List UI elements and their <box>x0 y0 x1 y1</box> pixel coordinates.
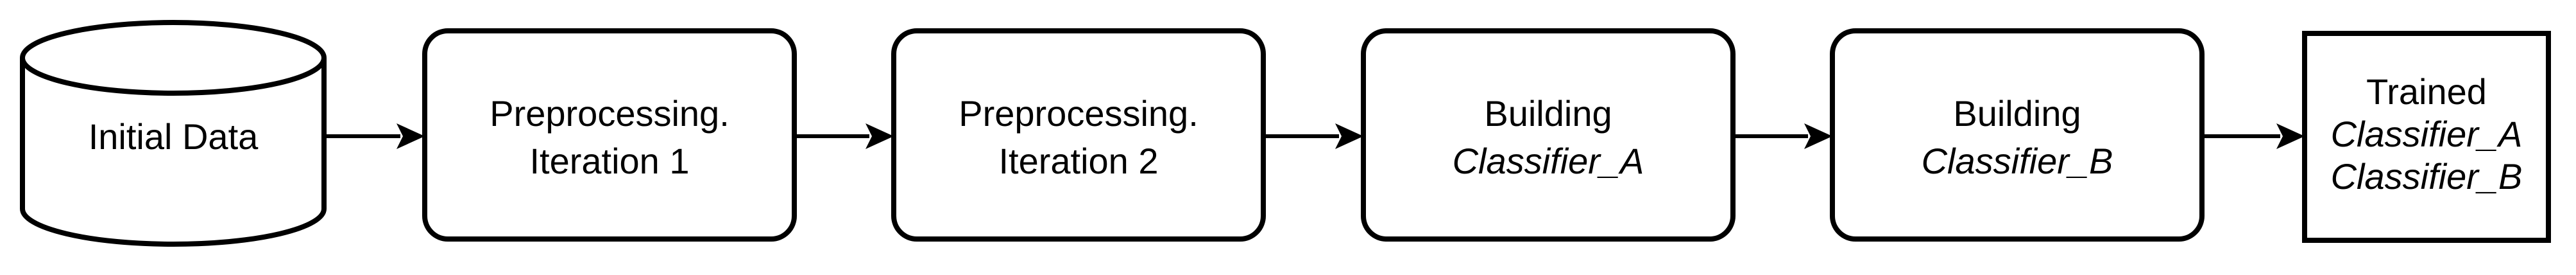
trained-classifiers-line2: Classifier_A <box>2331 114 2523 154</box>
trained-classifiers-box <box>2302 31 2551 243</box>
connector-building-b-to-trained <box>2202 123 2305 149</box>
initial-data-label: Initial Data <box>89 116 259 157</box>
preprocessing-iteration-2-node: Preprocessing. Iteration 2 <box>891 28 1266 242</box>
trained-classifiers-line3: Classifier_B <box>2331 156 2523 197</box>
connector-preproc-1-to-preproc-2 <box>794 123 894 149</box>
arrowhead-icon <box>1804 123 1832 149</box>
preprocessing-iteration-2-line2: Iteration 2 <box>998 141 1158 181</box>
building-classifier-b-node: Building Classifier_B <box>1830 28 2205 242</box>
arrowhead-icon <box>866 123 894 149</box>
building-classifier-b-box <box>1830 28 2205 242</box>
preprocessing-iteration-1-node: Preprocessing. Iteration 1 <box>422 28 797 242</box>
initial-data-cylinder-top-edge <box>20 57 327 96</box>
connector-initial-to-preproc-1 <box>324 123 425 149</box>
preprocessing-iteration-1-box <box>422 28 797 242</box>
arrowhead-icon <box>1335 123 1363 149</box>
connector-preproc-2-to-building-a <box>1263 123 1363 149</box>
initial-data-cylinder-body <box>20 20 327 247</box>
building-classifier-a-line1: Building <box>1484 93 1612 134</box>
preprocessing-iteration-1-line1: Preprocessing. <box>490 93 729 134</box>
preprocessing-iteration-2-box <box>891 28 1266 242</box>
building-classifier-b-line1: Building <box>1953 93 2081 134</box>
arrowhead-icon <box>397 123 425 149</box>
trained-classifiers-line1: Trained <box>2366 71 2487 112</box>
arrowhead-icon <box>2276 123 2305 149</box>
trained-classifiers-node: Trained Classifier_A Classifier_B <box>2302 31 2551 243</box>
building-classifier-a-line2: Classifier_A <box>1453 141 1644 181</box>
initial-data-node: Initial Data <box>20 20 327 247</box>
connector-building-a-to-building-b <box>1733 123 1832 149</box>
preprocessing-iteration-2-line1: Preprocessing. <box>959 93 1198 134</box>
preprocessing-iteration-1-line2: Iteration 1 <box>529 141 689 181</box>
building-classifier-a-node: Building Classifier_A <box>1361 28 1736 242</box>
building-classifier-b-line2: Classifier_B <box>1922 141 2113 181</box>
building-classifier-a-box <box>1361 28 1736 242</box>
